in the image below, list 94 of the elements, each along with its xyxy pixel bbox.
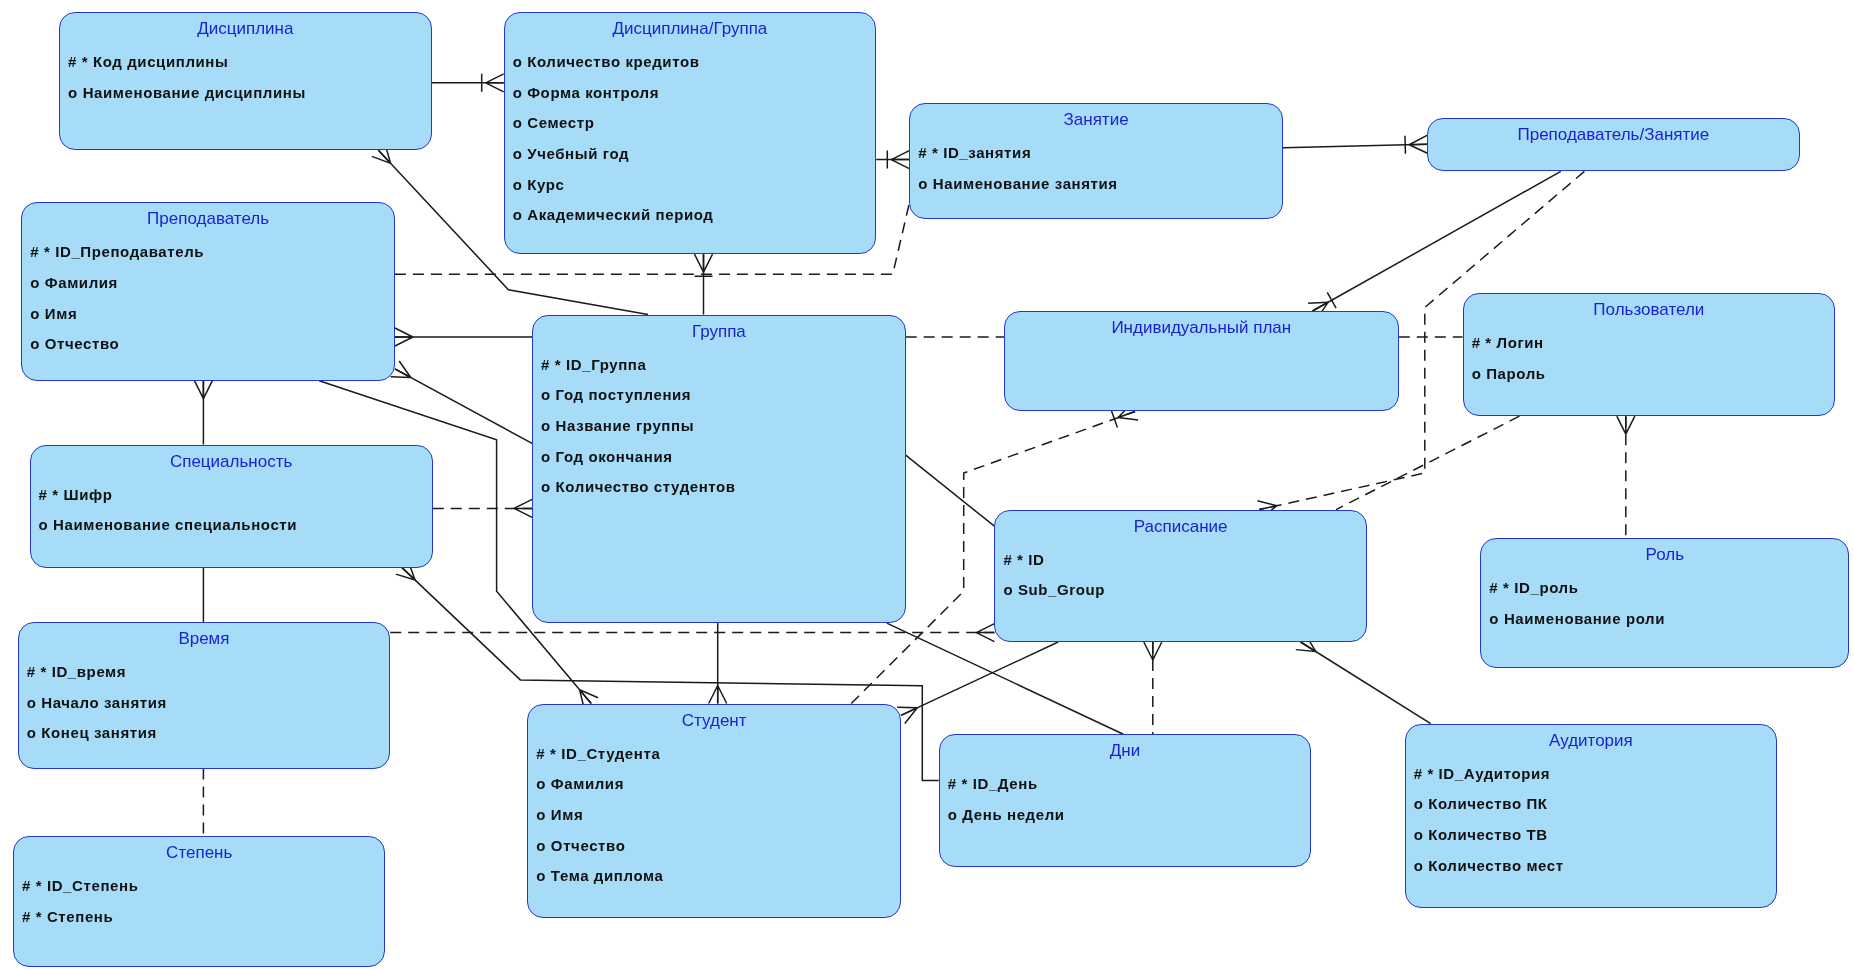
relationship-line: [904, 454, 996, 527]
entity-box: [1427, 118, 1800, 172]
entity-name: Студент: [680, 710, 748, 731]
entity-box: [1480, 538, 1850, 669]
relationship-line: [394, 327, 533, 347]
entity-name: Дисциплина/Группа: [611, 18, 769, 39]
relationship-line: [202, 566, 205, 623]
entity-name: Роль: [1644, 545, 1686, 565]
entity-box: [532, 314, 906, 624]
attribute: # * Степень: [22, 906, 115, 927]
attribute: # * ID_Преподаватель: [30, 242, 206, 263]
attribute: o Год поступления: [541, 385, 693, 406]
attribute: # * ID_Студента: [536, 743, 662, 764]
attribute: o Название группы: [541, 415, 696, 436]
attribute: # * Логин: [1471, 333, 1545, 354]
entity-box: [994, 509, 1367, 643]
relationship-line: [389, 622, 996, 643]
attribute: o Тема диплома: [536, 866, 665, 887]
attribute: o Академический период: [512, 205, 715, 226]
attribute: # * ID_День: [947, 774, 1039, 795]
attribute: o Наименование занятия: [918, 173, 1119, 194]
entity-name: Пользователи: [1592, 300, 1706, 321]
entity-name: Группа: [690, 321, 747, 342]
attribute: # * Шифр: [38, 484, 114, 505]
attribute: # * ID_занятия: [918, 142, 1033, 163]
entity-name: Дни: [1108, 741, 1142, 762]
attribute: o Наименование специальности: [38, 515, 299, 536]
entity-box: [909, 102, 1283, 219]
attribute: o Отчество: [30, 334, 121, 355]
relationship-line: [1282, 134, 1429, 155]
relationship-line: [1398, 336, 1464, 338]
attribute: # * ID_Степень: [22, 875, 140, 896]
entity-box: [1462, 293, 1836, 417]
attribute: # * ID_время: [26, 661, 128, 682]
entity-box: [21, 202, 395, 381]
entity-name: Дисциплина: [196, 18, 295, 39]
relationship-line: [693, 253, 714, 316]
attribute: o День недели: [947, 804, 1066, 825]
entity-box: [29, 444, 433, 568]
entity-box: [527, 703, 901, 918]
attribute: o Конец занятия: [26, 723, 158, 744]
relationship-line: [707, 622, 728, 705]
attribute: o Начало занятия: [26, 692, 168, 713]
attribute: o Количество ПК: [1413, 794, 1549, 815]
attribute: o Курс: [512, 174, 566, 195]
relationship-line: [875, 149, 911, 170]
entity-box: [503, 11, 877, 255]
attribute: o Наименование дисциплины: [68, 82, 307, 103]
entity-name: Специальность: [168, 451, 294, 472]
attribute: o Имя: [30, 303, 79, 324]
entity-name: Преподаватель/Занятие: [1516, 125, 1711, 146]
entity-box: [1003, 310, 1399, 412]
relationship-line: [896, 641, 1059, 725]
relationship-line: [193, 379, 214, 446]
entity-name: Занятие: [1062, 109, 1130, 130]
entity-name: Индивидуальный план: [1110, 317, 1293, 338]
attribute: o Количество кредитов: [512, 51, 701, 72]
attribute: o Форма контроля: [512, 82, 661, 103]
attribute: o Наименование роли: [1489, 608, 1666, 629]
relationship-line: [202, 767, 205, 837]
relationship-line: [389, 360, 533, 445]
entity-box: [1404, 723, 1778, 909]
attribute: o Пароль: [1471, 363, 1547, 384]
entity-box: [938, 734, 1312, 867]
attribute: # * ID: [1003, 549, 1046, 570]
entity-box: [17, 621, 391, 769]
attribute: o Sub_Group: [1003, 580, 1106, 601]
relationship-line: [430, 73, 505, 93]
attribute: # * ID_Группа: [541, 354, 648, 375]
relationship-line: [1335, 415, 1521, 511]
relationship-line: [886, 622, 1125, 736]
attribute: o Отчество: [536, 835, 627, 856]
attribute: o Семестр: [512, 113, 596, 134]
entity-box: [13, 835, 386, 968]
entity-name: Время: [177, 628, 231, 649]
entity-name: Расписание: [1132, 516, 1229, 537]
attribute: o Год окончания: [541, 446, 674, 467]
attribute: o Количество мест: [1413, 855, 1565, 876]
attribute: o Количество ТВ: [1413, 825, 1549, 846]
entity-name: Аудитория: [1548, 730, 1634, 751]
entity-name: Степень: [165, 842, 234, 863]
relationship-line: [1143, 641, 1163, 736]
attribute: # * Код дисциплины: [68, 51, 230, 72]
attribute: o Имя: [536, 804, 585, 825]
relationship-line: [904, 336, 1005, 338]
entity-name: Преподаватель: [146, 209, 271, 230]
relationship-line: [432, 498, 533, 519]
attribute: o Учебный год: [512, 143, 631, 164]
attribute: # * ID_Аудитория: [1413, 763, 1552, 784]
attribute: # * ID_роль: [1489, 578, 1580, 598]
attribute: o Фамилия: [536, 774, 626, 795]
attribute: o Количество студентов: [541, 477, 737, 498]
attribute: o Фамилия: [30, 272, 119, 293]
entity-box: [59, 11, 432, 151]
